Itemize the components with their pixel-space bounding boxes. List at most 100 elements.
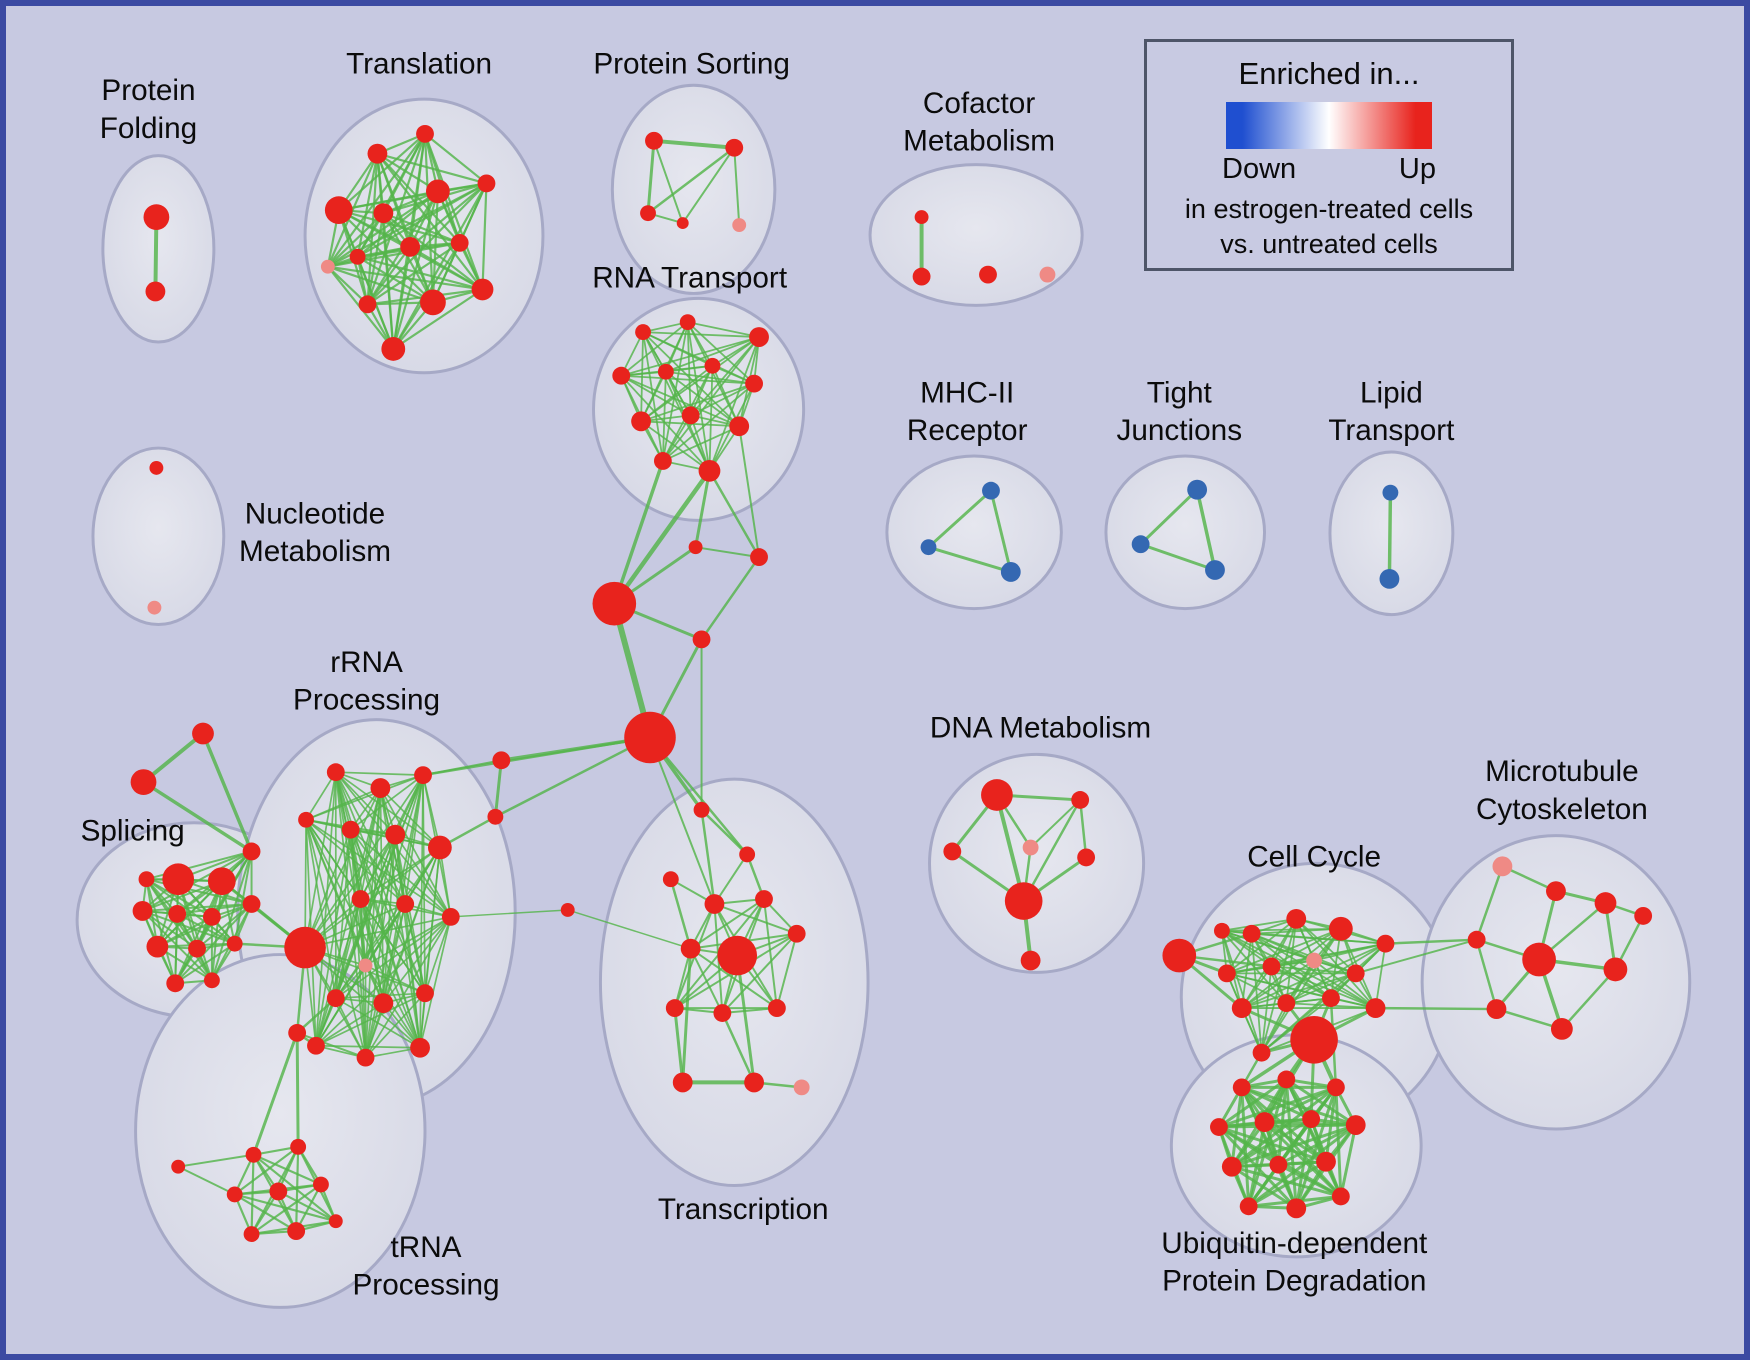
node-rt11 xyxy=(653,452,672,470)
edge xyxy=(620,321,689,377)
edge xyxy=(640,364,714,423)
edge xyxy=(686,321,755,385)
node-c2 xyxy=(592,581,637,626)
edge xyxy=(620,374,755,385)
cluster-tight-junctions xyxy=(1104,454,1267,611)
edge xyxy=(673,1006,685,1084)
edge xyxy=(664,370,755,385)
edge xyxy=(1270,927,1342,968)
node-m9 xyxy=(1634,906,1653,925)
node-tc6 xyxy=(680,938,701,959)
edge xyxy=(1240,959,1315,1009)
node-tc1 xyxy=(693,801,710,818)
edge xyxy=(359,846,441,900)
edge xyxy=(421,736,652,777)
node-t1 xyxy=(367,143,388,164)
edge xyxy=(304,828,352,949)
node-rt1 xyxy=(635,324,651,341)
node-tt5 xyxy=(313,1176,329,1193)
edge xyxy=(681,146,736,225)
node-r14 xyxy=(416,984,434,1003)
legend-downup-row: Down Up xyxy=(1222,153,1436,186)
edge xyxy=(315,833,397,1047)
edge xyxy=(364,916,452,1059)
edge xyxy=(1276,1123,1358,1167)
cluster-label-splicing: Splicing xyxy=(81,815,185,848)
node-t11 xyxy=(358,295,377,314)
edge xyxy=(1284,1077,1358,1127)
edge xyxy=(177,1153,255,1168)
node-r1 xyxy=(326,763,345,782)
edge xyxy=(250,1153,255,1236)
node-x1 xyxy=(192,722,214,745)
node-ps4 xyxy=(676,217,689,230)
node-m3 xyxy=(1594,892,1617,914)
edge xyxy=(304,946,421,1049)
edge xyxy=(326,265,369,306)
edge xyxy=(1294,1085,1338,1210)
edge xyxy=(1247,1160,1328,1208)
node-mh1 xyxy=(982,481,1000,500)
node-r10 xyxy=(396,895,415,913)
edge xyxy=(1285,972,1357,1005)
node-tt2 xyxy=(290,1138,307,1155)
node-tc4 xyxy=(704,894,725,914)
node-cc12 xyxy=(1365,998,1386,1018)
node-x2 xyxy=(130,769,157,795)
edge xyxy=(1078,798,1088,859)
node-tj3 xyxy=(1205,560,1225,580)
cluster-label-protein-sorting: Protein Sorting xyxy=(593,47,790,80)
node-x3 xyxy=(242,842,261,861)
node-tc8 xyxy=(787,924,806,943)
node-tc3 xyxy=(662,871,679,888)
legend-up-label: Up xyxy=(1398,153,1436,185)
node-d4 xyxy=(1022,839,1039,856)
node-rt3 xyxy=(749,327,769,347)
node-d5 xyxy=(1077,848,1096,867)
edge xyxy=(620,336,760,377)
nodes-layer xyxy=(130,124,1653,1242)
edge xyxy=(326,212,385,268)
edge xyxy=(315,964,367,1047)
edge xyxy=(252,1031,299,1157)
node-c5 xyxy=(487,808,504,825)
edge xyxy=(612,468,712,606)
edge xyxy=(295,1031,300,1149)
edge xyxy=(392,182,488,351)
node-s9 xyxy=(226,935,243,952)
edge xyxy=(1221,927,1342,932)
edge xyxy=(334,916,452,1000)
node-ps5 xyxy=(732,218,747,232)
node-t10 xyxy=(320,259,335,274)
edge xyxy=(304,846,441,949)
edge xyxy=(700,555,761,641)
node-s1 xyxy=(162,863,195,896)
edge xyxy=(1334,1085,1343,1198)
edge xyxy=(646,139,656,215)
node-nm1 xyxy=(149,460,164,475)
node-cm3 xyxy=(979,265,997,284)
node-u13 xyxy=(1331,1187,1350,1206)
edge xyxy=(392,245,412,351)
node-cc11 xyxy=(1322,989,1340,1008)
node-ccl xyxy=(1162,938,1197,973)
edge xyxy=(1263,1120,1343,1198)
node-r4 xyxy=(298,811,314,828)
node-cc13 xyxy=(1290,1016,1338,1064)
cluster-trna-processing xyxy=(134,953,427,1309)
edge xyxy=(145,878,177,985)
node-r15 xyxy=(307,1036,325,1055)
edge xyxy=(334,771,367,1059)
edge xyxy=(141,780,254,854)
edge xyxy=(1217,1125,1298,1210)
edge xyxy=(1374,1006,1498,1011)
node-r16 xyxy=(356,1048,375,1067)
edge xyxy=(1217,1085,1338,1129)
node-s6 xyxy=(242,895,261,913)
edge xyxy=(1475,865,1504,941)
node-m7 xyxy=(1486,999,1507,1019)
edge xyxy=(326,265,484,291)
